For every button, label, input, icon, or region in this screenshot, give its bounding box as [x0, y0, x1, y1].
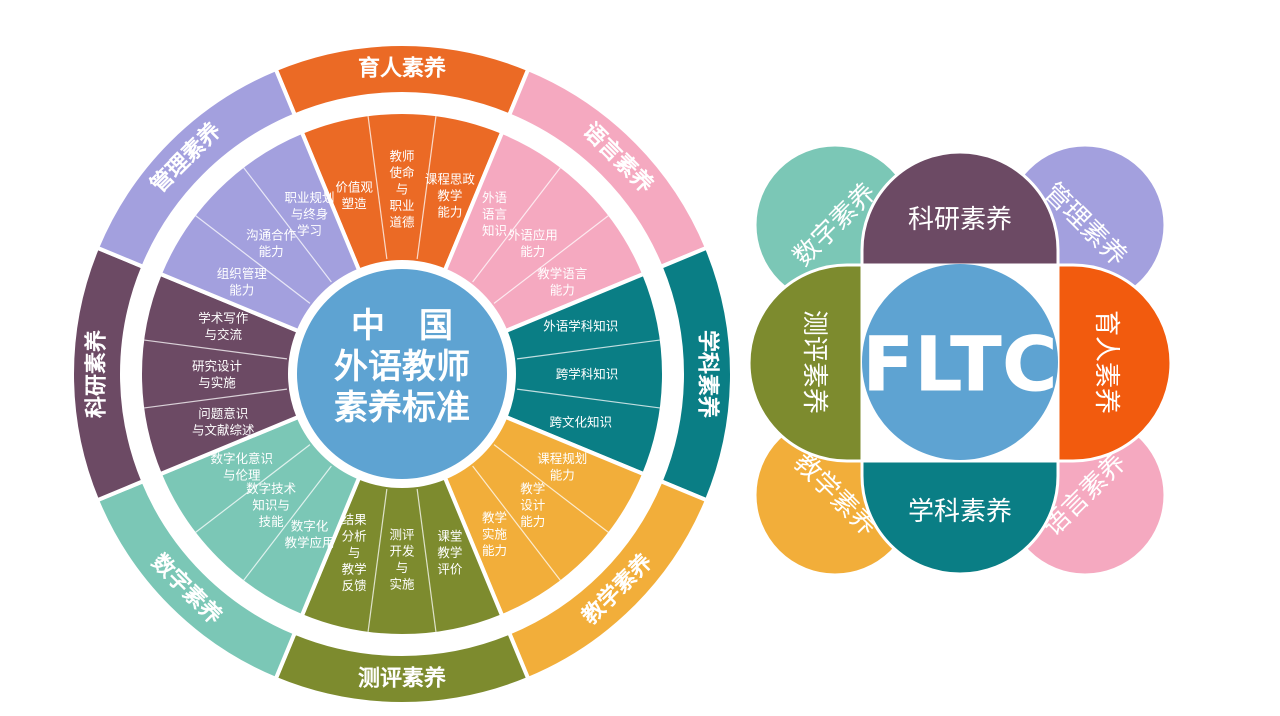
domain-2-inner-sector	[502, 271, 666, 477]
domain-2-divider	[516, 388, 660, 409]
domain-3-sub-0: 课程规划能力	[537, 451, 587, 483]
domain-5-divider	[195, 444, 311, 533]
domain-1-divider	[493, 215, 609, 304]
flower-center-circle	[862, 264, 1058, 460]
domain-2-sub-1: 跨学科知识	[556, 367, 619, 382]
petal-4	[860, 150, 1060, 267]
domain-5-sub-0: 数字化教学应用	[284, 518, 334, 550]
domain-2-divider	[516, 339, 660, 360]
domain-1-sub-2: 教学语言能力	[537, 266, 587, 298]
domain-3-inner-sector	[442, 414, 647, 619]
domain-7-outer-band	[94, 66, 298, 270]
domain-7-inner-sector	[157, 129, 362, 334]
domain-6-sub-2: 学术写作与交流	[198, 310, 249, 342]
domain-0-inner-sector	[299, 110, 505, 274]
domain-4-label: 测评素养	[358, 666, 446, 692]
domain-7-sub-1: 沟通合作能力	[246, 227, 297, 259]
petal-label-6: 学科素养	[908, 497, 1012, 527]
petal-label-4: 科研素养	[908, 205, 1012, 235]
domain-6-label: 科研素养	[84, 330, 110, 418]
domain-7-sub-0: 组织管理能力	[217, 266, 268, 298]
domain-3-sub-2: 教学实施能力	[482, 510, 508, 558]
domain-7-divider	[243, 167, 332, 283]
domain-3-divider	[493, 444, 609, 533]
petal-6	[860, 459, 1060, 576]
petal-label-5: 育人素养	[1091, 310, 1121, 414]
domain-6-inner-sector	[138, 271, 302, 477]
domain-6-sub-0: 问题意识与文献综述	[192, 406, 255, 438]
domain-7-divider	[195, 215, 311, 304]
domain-4-sub-2: 结果分析与教学反馈	[342, 512, 368, 593]
teacher-competency-wheel: 价值观塑造教师使命与职业道德课程思政教学能力外语语言知识外语应用能力教学语言能力…	[70, 42, 734, 706]
domain-4-sub-1: 测评开发与实施	[389, 527, 415, 592]
petal-label-7: 测评素养	[799, 310, 829, 414]
fltc-logo-text: FLTC	[862, 320, 1057, 409]
domain-0-divider	[416, 116, 437, 260]
domain-2-sub-0: 外语学科知识	[543, 319, 618, 334]
domain-6-divider	[144, 339, 288, 360]
domain-3-sub-1: 教学设计能力	[520, 481, 545, 529]
domain-4-divider	[416, 488, 437, 632]
wheel-center-line-2: 外语教师	[334, 347, 470, 387]
domain-3-divider	[472, 465, 561, 581]
domain-6-sub-1: 研究设计与实施	[192, 358, 242, 390]
domain-1-sub-1: 外语应用能力	[508, 227, 558, 259]
domain-5-inner-sector	[157, 414, 362, 619]
domain-2-label: 学科素养	[695, 330, 721, 418]
domain-0-sub-1: 教师使命与职业道德	[389, 149, 415, 230]
wheel-center-line-3: 素养标准	[334, 388, 470, 428]
domain-5-divider	[243, 465, 332, 581]
domain-0-sub-2: 课程思政教学能力	[425, 171, 476, 219]
domain-1-inner-sector	[442, 129, 647, 334]
petal-5	[1056, 263, 1170, 463]
domain-0-divider	[367, 116, 388, 260]
domain-6-divider	[144, 388, 288, 409]
fltc-flower-diagram: 数字素养管理素养教学素养语言素养科研素养学科素养测评素养育人素养 FLTC	[750, 143, 1170, 577]
domain-4-inner-sector	[299, 474, 505, 638]
domain-4-sub-0: 课堂教学评价	[437, 529, 463, 577]
domain-2-sub-2: 跨文化知识	[549, 414, 612, 429]
domain-0-label: 育人素养	[358, 56, 446, 82]
domain-5-sub-2: 数字化意识与伦理	[211, 451, 274, 483]
domain-7-sub-2: 职业规划与终身学习	[284, 190, 334, 238]
domain-1-divider	[472, 167, 561, 283]
domain-5-sub-1: 数字技术知识与技能	[246, 481, 297, 529]
wheel-center-circle	[291, 263, 513, 485]
petal-7	[750, 263, 864, 463]
domain-1-sub-0: 外语语言知识	[482, 190, 507, 238]
wheel-center-line-1: 中 国	[351, 306, 453, 346]
domain-0-sub-0: 价值观塑造	[335, 180, 373, 212]
domain-4-divider	[367, 488, 388, 632]
